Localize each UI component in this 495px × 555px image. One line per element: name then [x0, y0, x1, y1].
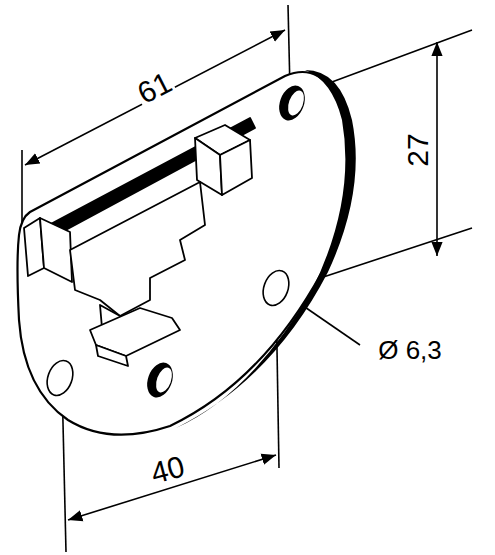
bracket: [24, 118, 255, 366]
dimension-height: 27: [403, 131, 433, 168]
dimension-length: 61: [132, 66, 179, 110]
plate: [18, 70, 356, 435]
hole-diameter: Ø 6,3: [376, 337, 444, 363]
holes: [43, 82, 310, 401]
